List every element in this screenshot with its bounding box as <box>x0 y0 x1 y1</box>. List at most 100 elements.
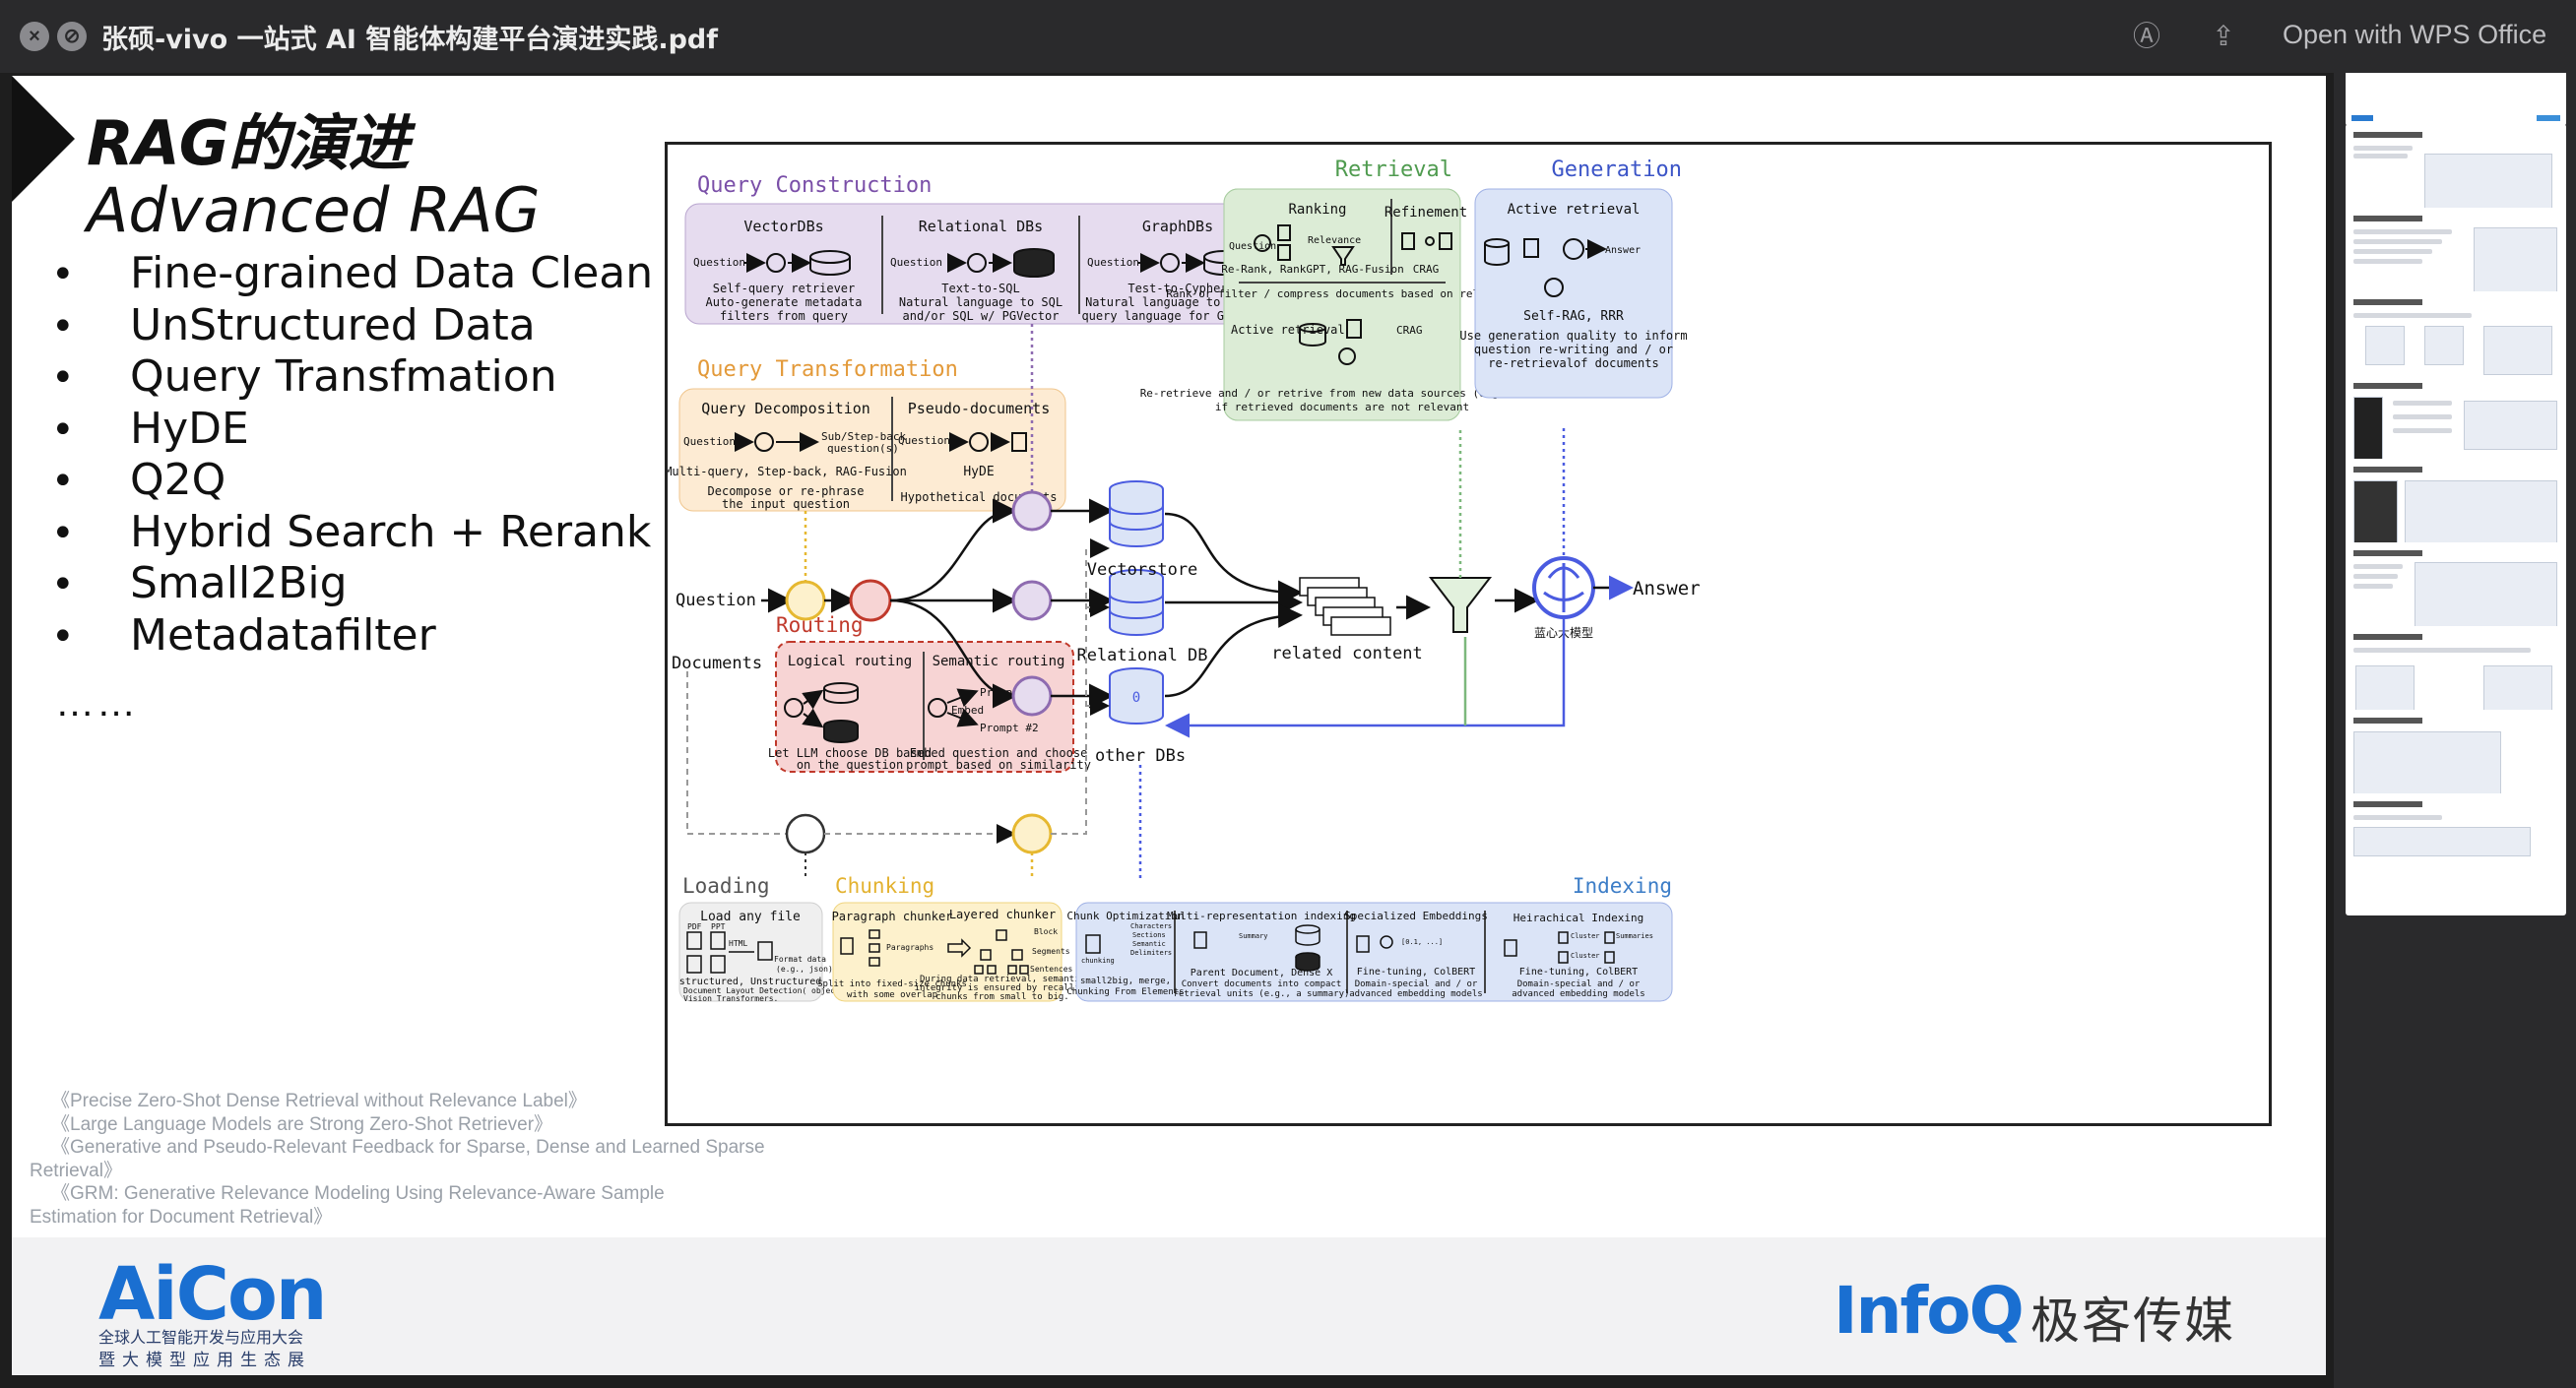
loading-format: Format data <box>774 955 826 964</box>
bullet-item: •Fine-grained Data Clean <box>51 248 654 298</box>
reference-item: 《GRM: Generative Relevance Modeling Usin… <box>30 1183 665 1228</box>
slide-title: RAG的演进 <box>87 107 410 179</box>
section-generation: Generation <box>1552 158 1682 182</box>
bullet-item: •UnStructured Data <box>51 299 536 350</box>
section-query-transformation: Query Transformation <box>697 357 958 382</box>
bullet-item: •HyDE <box>51 403 249 454</box>
routing-semantic-title: Semantic routing <box>933 654 1065 669</box>
chunking-desc: with some overlap <box>847 990 937 1000</box>
qt-question-label: Question <box>683 435 736 448</box>
routing-embed: Embed <box>951 704 984 717</box>
chunking-node <box>1011 813 1053 854</box>
indexing-desc: Fine-tuning, ColBERT <box>1357 967 1475 978</box>
bullet-item: •Q2Q <box>51 455 226 505</box>
document-title: 张硕-vivo 一站式 AI 智能体构建平台演进实践.pdf <box>101 25 719 55</box>
generation-desc: question re-writing and / or <box>1474 343 1673 356</box>
loading-desc: structured, Unstructured <box>679 977 822 987</box>
chunking-paragraphs: Paragraphs <box>886 943 934 952</box>
retrieval-relevance: Relevance <box>1308 235 1361 246</box>
chunking-desc: Split into fixed-size chunks <box>817 979 967 989</box>
qc-desc: Natural language to SQL <box>899 295 1063 309</box>
routing-desc: prompt based on similarity <box>906 758 1091 772</box>
generation-answer: Answer <box>1605 245 1641 256</box>
bullet-item: •Small2Big <box>51 558 348 608</box>
routing-desc: on the question <box>797 758 903 772</box>
flow-question-label: Question <box>676 591 756 610</box>
qc-node <box>1011 580 1053 621</box>
loading-title: Load any file <box>700 910 801 924</box>
indexing-semantic: Semantic <box>1132 940 1166 948</box>
section-retrieval: Retrieval <box>1335 158 1452 182</box>
page-thumbnail-sidebar[interactable] <box>2334 73 2576 1388</box>
loading-node <box>785 813 826 854</box>
share-icon[interactable]: ⇪ <box>2212 21 2235 51</box>
qc-question-label: Question <box>890 256 942 269</box>
routing-desc: Let LLM choose DB based <box>768 746 932 760</box>
indexing-vector: [0.1, ...] <box>1401 938 1443 946</box>
slide-page: RAG的演进 Advanced RAG •Fine-grained Data C… <box>12 76 2326 1375</box>
other-dbs-label: other DBs <box>1095 746 1186 766</box>
indexing-desc: Domain-special and / or <box>1517 979 1641 989</box>
page-thumbnail[interactable] <box>2346 793 2566 915</box>
aicon-subtitle: 暨大模型应用生态展 <box>98 1351 311 1370</box>
advanced-rag-diagram: Query Construction VectorDBs Relational … <box>665 142 2272 1126</box>
qc-node <box>1011 675 1053 717</box>
close-window-button[interactable]: × <box>20 22 49 51</box>
qt-desc: Decompose or re-phrase <box>708 484 865 498</box>
indexing-desc: advanced embedding models <box>1512 989 1644 999</box>
chunking-para-title: Paragraph chunker <box>832 910 953 923</box>
indexing-cluster: Cluster <box>1571 952 1600 960</box>
title-arrow-icon <box>12 76 75 202</box>
bullet-item: •Query Transfmation <box>51 351 557 402</box>
aicon-subtitle: 全球人工智能开发与应用大会 <box>98 1328 304 1347</box>
retrieval-crag: CRAG <box>1413 263 1440 276</box>
indexing-characters: Characters <box>1130 922 1172 930</box>
chunking-desc: integrity is ensured by recalling <box>915 983 1091 993</box>
retrieval-desc: Rank or filter / compress documents base… <box>1166 287 1518 300</box>
indexing-desc: Chunking From Elements <box>1066 987 1184 997</box>
retrieval-question: Question <box>1229 241 1276 252</box>
indexing-desc: Fine-tuning, ColBERT <box>1519 967 1638 978</box>
loading-desc: Vision Transformers. <box>683 994 778 1003</box>
indexing-desc: Domain-special and / or <box>1355 979 1478 989</box>
retrieval-active: Active retrieval <box>1231 323 1345 337</box>
qc-desc: filters from query <box>720 309 848 323</box>
svg-text:0: 0 <box>1132 690 1140 706</box>
qt-pseudo-title: Pseudo-documents <box>908 400 1051 417</box>
filter-icon <box>1428 577 1493 633</box>
indexing-desc: advanced embedding models <box>1349 989 1482 999</box>
bullet-list: •Fine-grained Data Clean •UnStructured D… <box>51 248 653 662</box>
section-routing: Routing <box>776 613 864 637</box>
indexing-cluster: Cluster <box>1571 932 1600 940</box>
generation-desc: Use generation quality to inform <box>1459 329 1687 343</box>
qc-relational-title: Relational DBs <box>919 218 1043 235</box>
retrieval-desc: if retrieved documents are not relevant <box>1215 401 1469 413</box>
qc-desc: and/or SQL w/ PGVector <box>903 309 1060 323</box>
page-thumbnail[interactable] <box>2346 73 2566 126</box>
section-indexing: Indexing <box>1573 874 1672 898</box>
routing-desc: Embed question and choose <box>910 746 1088 760</box>
retrieval-crag: CRAG <box>1396 324 1423 337</box>
qt-sub-label: question(s) <box>827 442 899 455</box>
chunking-desc: During data retrieval, semantic <box>920 975 1085 984</box>
infoq-logo: InfoQ <box>1834 1273 2025 1349</box>
flow-documents-label: Documents <box>672 654 762 673</box>
qc-desc: Auto-generate metadata <box>706 295 863 309</box>
indexing-spec-title: Specialized Embeddings <box>1344 910 1488 922</box>
indexing-hier-title: Heirachical Indexing <box>1513 912 1643 924</box>
related-content-label: related content <box>1271 644 1423 663</box>
indexing-summary: Summary <box>1239 932 1268 940</box>
markup-icon[interactable]: Ⓐ <box>2132 21 2160 51</box>
qt-hyde: HyDE <box>963 465 994 479</box>
open-with-wps-button[interactable]: Open with WPS Office <box>2283 20 2547 49</box>
qc-desc: Self-query retriever <box>713 282 856 295</box>
relational-db-label: Relational DB <box>1076 646 1207 665</box>
reference-item: 《Precise Zero-Shot Dense Retrieval witho… <box>51 1091 587 1111</box>
minimize-window-button[interactable]: ⊘ <box>57 22 87 51</box>
indexing-delimiters: Delimiters <box>1130 949 1172 957</box>
answer-label: Answer <box>1633 578 1701 599</box>
qc-graphdbs-title: GraphDBs <box>1142 218 1213 235</box>
indexing-sections: Sections <box>1132 931 1166 939</box>
qt-desc: the input question <box>722 497 850 511</box>
qc-vectordbs-title: VectorDBs <box>743 218 823 235</box>
